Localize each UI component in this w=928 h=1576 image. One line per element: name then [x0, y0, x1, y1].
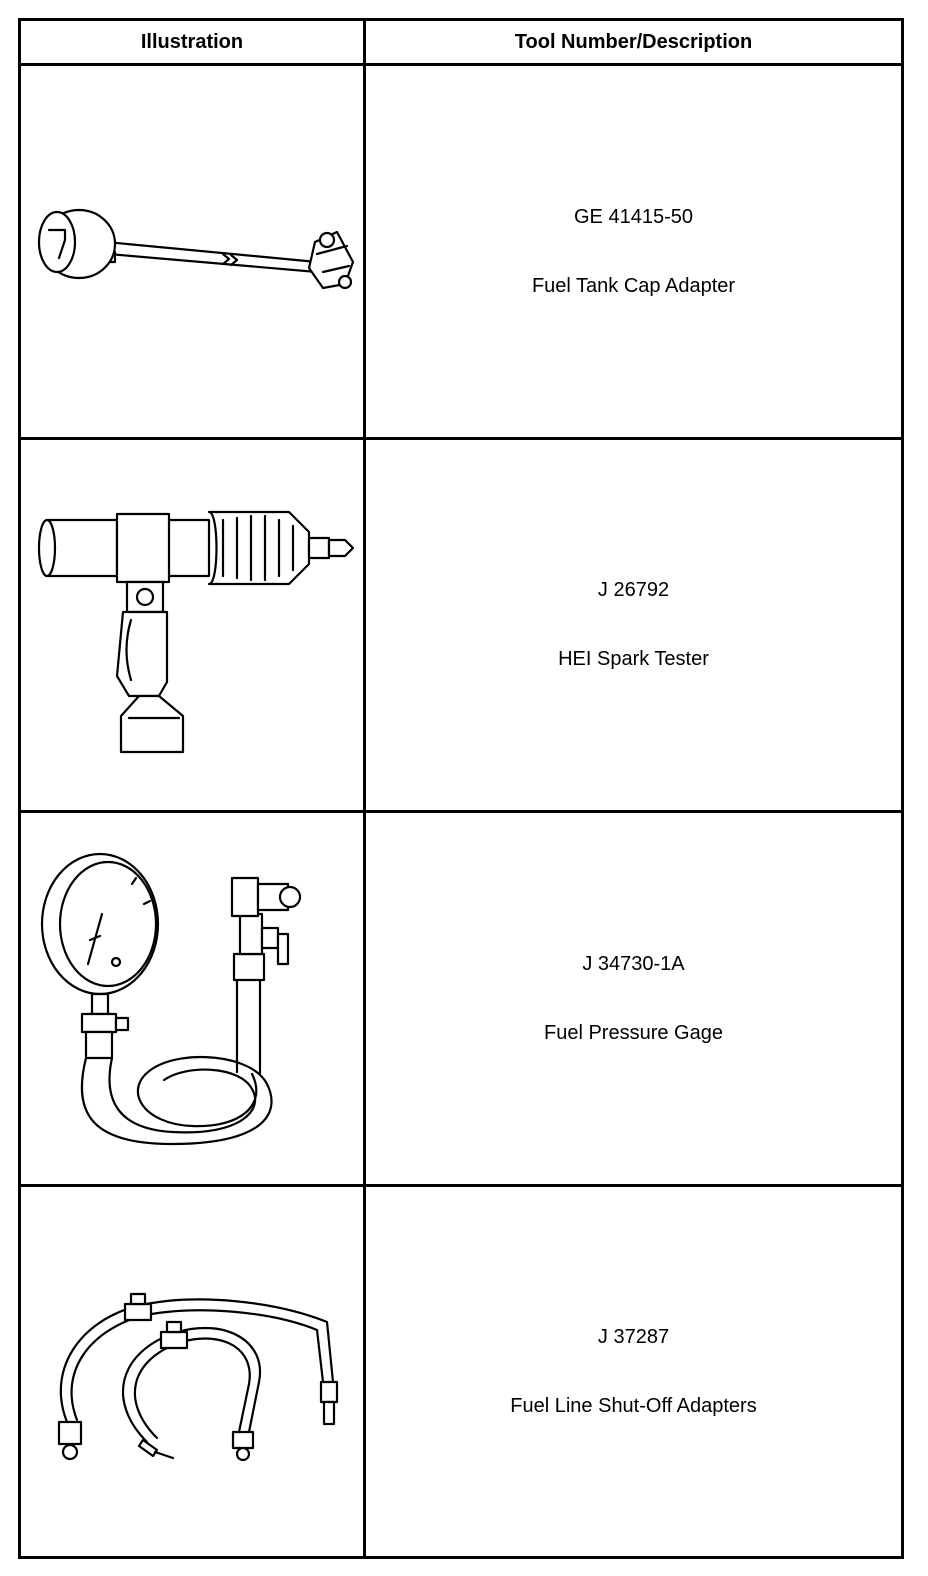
- row-divider: [21, 63, 901, 66]
- tool-description: Fuel Pressure Gage: [544, 1021, 723, 1044]
- tool-description-cell: J 26792 HEI Spark Tester: [366, 440, 901, 810]
- column-divider: [363, 21, 366, 1556]
- tool-table: Illustration Tool Number/Description GE …: [18, 18, 904, 1559]
- header-tool-number-description: Tool Number/Description: [514, 30, 753, 53]
- tool-description-cell: J 37287 Fuel Line Shut-Off Adapters: [366, 1187, 901, 1556]
- tool-description-cell: J 34730-1A Fuel Pressure Gage: [366, 813, 901, 1184]
- tool-description: Fuel Line Shut-Off Adapters: [510, 1394, 757, 1417]
- fuel-line-shutoff-adapters-icon: [57, 1292, 339, 1461]
- spark-tester-icon: [37, 510, 355, 754]
- tool-description-cell: GE 41415-50 Fuel Tank Cap Adapter: [366, 66, 901, 437]
- illustration-cell: [21, 813, 363, 1184]
- tool-description: HEI Spark Tester: [558, 648, 709, 670]
- row-divider: [21, 437, 901, 440]
- tool-number: J 26792: [597, 579, 670, 601]
- fuel-tank-cap-adapter-icon: [37, 208, 355, 289]
- illustration-cell: [21, 66, 363, 437]
- illustration-cell: [21, 1187, 363, 1556]
- tool-number: J 34730-1A: [582, 952, 685, 975]
- illustration-cell: [21, 440, 363, 810]
- row-divider: [21, 1184, 901, 1187]
- row-divider: [21, 810, 901, 813]
- tool-number: J 37287: [597, 1325, 670, 1348]
- header-illustration: Illustration: [140, 30, 244, 53]
- tool-description: Fuel Tank Cap Adapter: [531, 274, 736, 297]
- fuel-pressure-gage-icon: [40, 852, 302, 1145]
- tool-number: GE 41415-50: [574, 205, 693, 228]
